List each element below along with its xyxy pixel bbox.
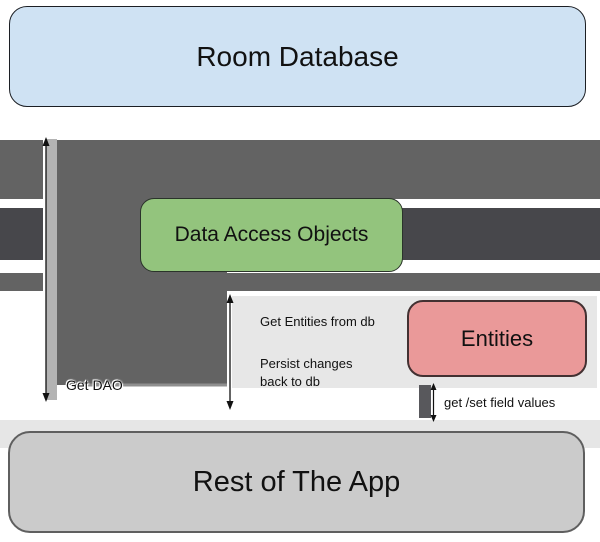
- edge-label-persist-changes-line1: Persist changes: [260, 356, 353, 371]
- node-entities-label: Entities: [460, 325, 534, 351]
- edge-label-get-set-field-values: get /set field values: [444, 395, 556, 410]
- node-rest-of-the-app: Rest of The App: [8, 431, 585, 533]
- node-data-access-objects: Data Access Objects: [140, 198, 403, 272]
- get-set-arrow: [430, 383, 437, 422]
- node-dao-label: Data Access Objects: [174, 223, 369, 246]
- edge-label-get-dao: Get DAO: [66, 377, 123, 393]
- edge-label-get-entities: Get Entities from db: [260, 314, 375, 329]
- get-set-bar: [419, 385, 431, 418]
- edge-label-persist-changes-line2: back to db: [260, 374, 320, 389]
- node-entities: Entities: [407, 300, 587, 377]
- bar-white-gap: [43, 137, 46, 402]
- get-dao-vertical-bar: [46, 139, 57, 400]
- node-rest-of-app-label: Rest of The App: [192, 465, 401, 498]
- node-room-database-label: Room Database: [196, 40, 399, 72]
- node-room-database: Room Database: [9, 6, 586, 107]
